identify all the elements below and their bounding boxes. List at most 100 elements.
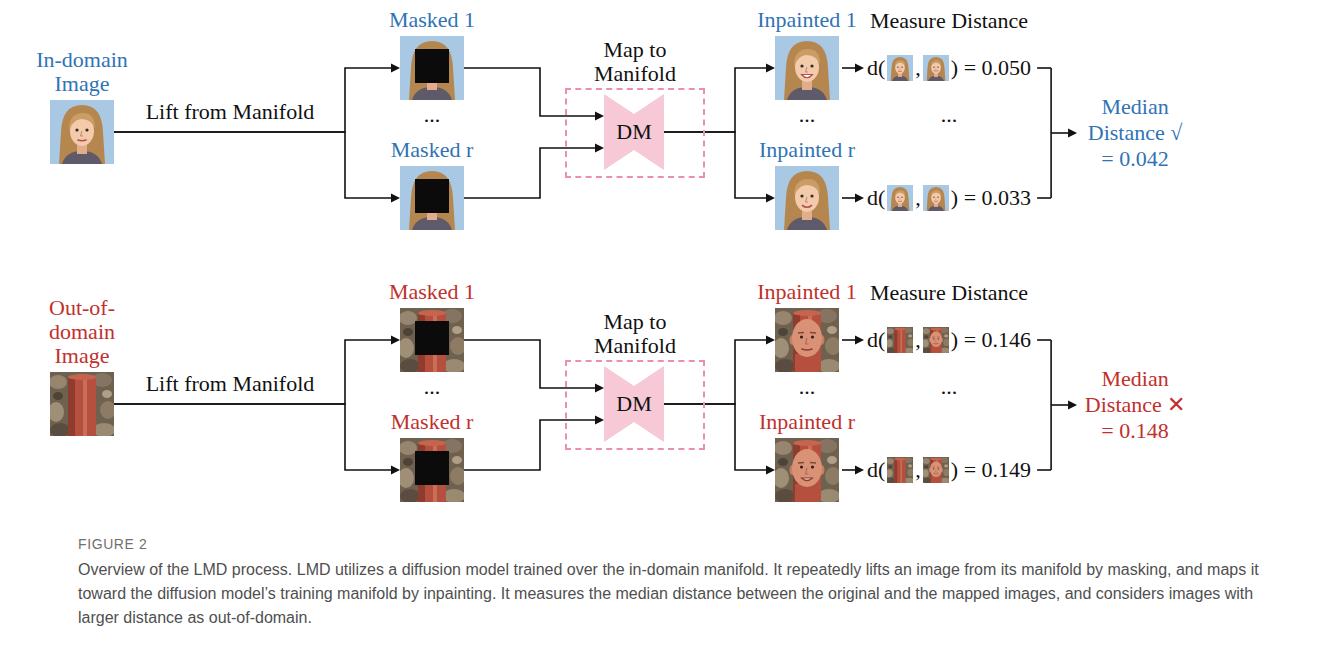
dashed-region: Map to ManifoldDM <box>565 360 705 450</box>
distance-text: , <box>915 327 921 353</box>
thumbnail-image <box>923 457 949 483</box>
arrow-head <box>1068 129 1077 138</box>
connector-line <box>114 340 393 404</box>
connector <box>114 64 400 133</box>
thumbnail-picture <box>775 308 839 372</box>
bracket-line <box>1037 339 1051 341</box>
connector-line <box>114 132 393 198</box>
connector <box>664 64 775 133</box>
arrow-head <box>766 336 775 345</box>
thumbnail-image <box>887 185 913 211</box>
thumbnail-image <box>775 308 839 372</box>
thumbnail-picture <box>923 185 949 211</box>
arrow-head <box>855 64 864 73</box>
bracket-line <box>1037 197 1051 199</box>
image-tile: Masked r <box>400 438 464 502</box>
tile-heading: Masked 1 <box>389 8 475 32</box>
thumbnail-picture <box>400 36 464 100</box>
result-label: Median Distance √ = 0.042 <box>1081 94 1189 172</box>
connector <box>664 404 775 475</box>
ellipsis: ... <box>424 102 441 128</box>
distance-text: , <box>915 457 921 483</box>
arrow-head <box>855 194 864 203</box>
thumbnail-picture <box>775 438 839 502</box>
distance-text: ) = 0.146 <box>951 327 1031 353</box>
tile-heading: In-domain Image <box>32 48 132 96</box>
image-tile: Out-of-domain Image <box>50 372 114 436</box>
connector-line <box>464 148 597 198</box>
thumbnail-picture <box>887 185 913 211</box>
thumbnail-picture <box>400 166 464 230</box>
thumbnail-picture <box>775 36 839 100</box>
distance-text: ) = 0.050 <box>951 55 1031 81</box>
thumbnail-image <box>887 457 913 483</box>
model-outline <box>604 94 664 170</box>
thumbnail-picture <box>923 457 949 483</box>
distance-text: d( <box>867 457 885 483</box>
leader-arrow <box>842 197 857 199</box>
connector-line <box>664 132 768 198</box>
bracket-line <box>1037 469 1051 471</box>
result-label: Median Distance ✕ = 0.148 <box>1081 366 1189 444</box>
figure-caption: Overview of the LMD process. LMD utilize… <box>78 558 1268 630</box>
thumbnail-picture <box>923 327 949 353</box>
arrow-head <box>1068 401 1077 410</box>
connector-line <box>464 68 597 116</box>
distance-leaders <box>842 64 1077 203</box>
tile-heading: Out-of-domain Image <box>44 296 120 368</box>
connector <box>464 144 604 199</box>
thumbnail-picture <box>887 457 913 483</box>
arrow-head <box>391 194 400 203</box>
thumbnail-image <box>775 438 839 502</box>
model-outline <box>604 366 664 442</box>
step-label: Lift from Manifold <box>146 99 315 125</box>
thumbnail-image <box>887 327 913 353</box>
leader-arrow <box>842 339 857 341</box>
connector-line <box>664 340 768 404</box>
arrow-head <box>855 466 864 475</box>
image-tile: Inpainted 1 <box>775 308 839 372</box>
thumbnail-image <box>50 100 114 164</box>
thumbnail-picture <box>923 55 949 81</box>
image-tile: Inpainted r <box>775 438 839 502</box>
thumbnail-image <box>400 308 464 372</box>
thumbnail-picture <box>50 372 114 436</box>
tile-heading: Masked r <box>391 410 473 434</box>
model-label: DM <box>604 94 664 170</box>
connector-line <box>464 420 597 470</box>
thumbnail-image <box>887 55 913 81</box>
tile-heading: Inpainted 1 <box>757 8 857 32</box>
leader-arrow <box>842 469 857 471</box>
arrow-head <box>766 466 775 475</box>
ellipsis: ... <box>941 102 958 128</box>
tile-heading: Inpainted r <box>759 138 855 162</box>
arrow-head <box>855 336 864 345</box>
connector <box>464 416 604 471</box>
distance-text: d( <box>867 327 885 353</box>
thumbnail-image <box>923 327 949 353</box>
image-tile: Inpainted r <box>775 166 839 230</box>
image-tile: Masked 1 <box>400 36 464 100</box>
result-arrow <box>1051 404 1070 406</box>
column-heading: Measure Distance <box>870 280 1028 306</box>
connector-line <box>464 340 597 388</box>
thumbnail-picture <box>50 100 114 164</box>
leader-arrow <box>842 67 857 69</box>
distance-expression: d(,) = 0.033 <box>867 182 1031 214</box>
distance-expression: d(, ) = 0.149 <box>867 454 1031 486</box>
model-label: DM <box>604 366 664 442</box>
tile-heading: Map to Manifold <box>589 38 681 86</box>
connector-line <box>114 404 393 470</box>
thumbnail-image <box>923 185 949 211</box>
connector-line <box>664 404 768 470</box>
thumbnail-image <box>775 36 839 100</box>
arrow-head <box>391 64 400 73</box>
image-tile: Inpainted 1 <box>775 36 839 100</box>
arrow-head <box>766 194 775 203</box>
distance-text: ) = 0.149 <box>951 457 1031 483</box>
distance-leaders <box>842 336 1077 475</box>
connector <box>664 132 775 203</box>
model-block: DM <box>604 94 664 170</box>
